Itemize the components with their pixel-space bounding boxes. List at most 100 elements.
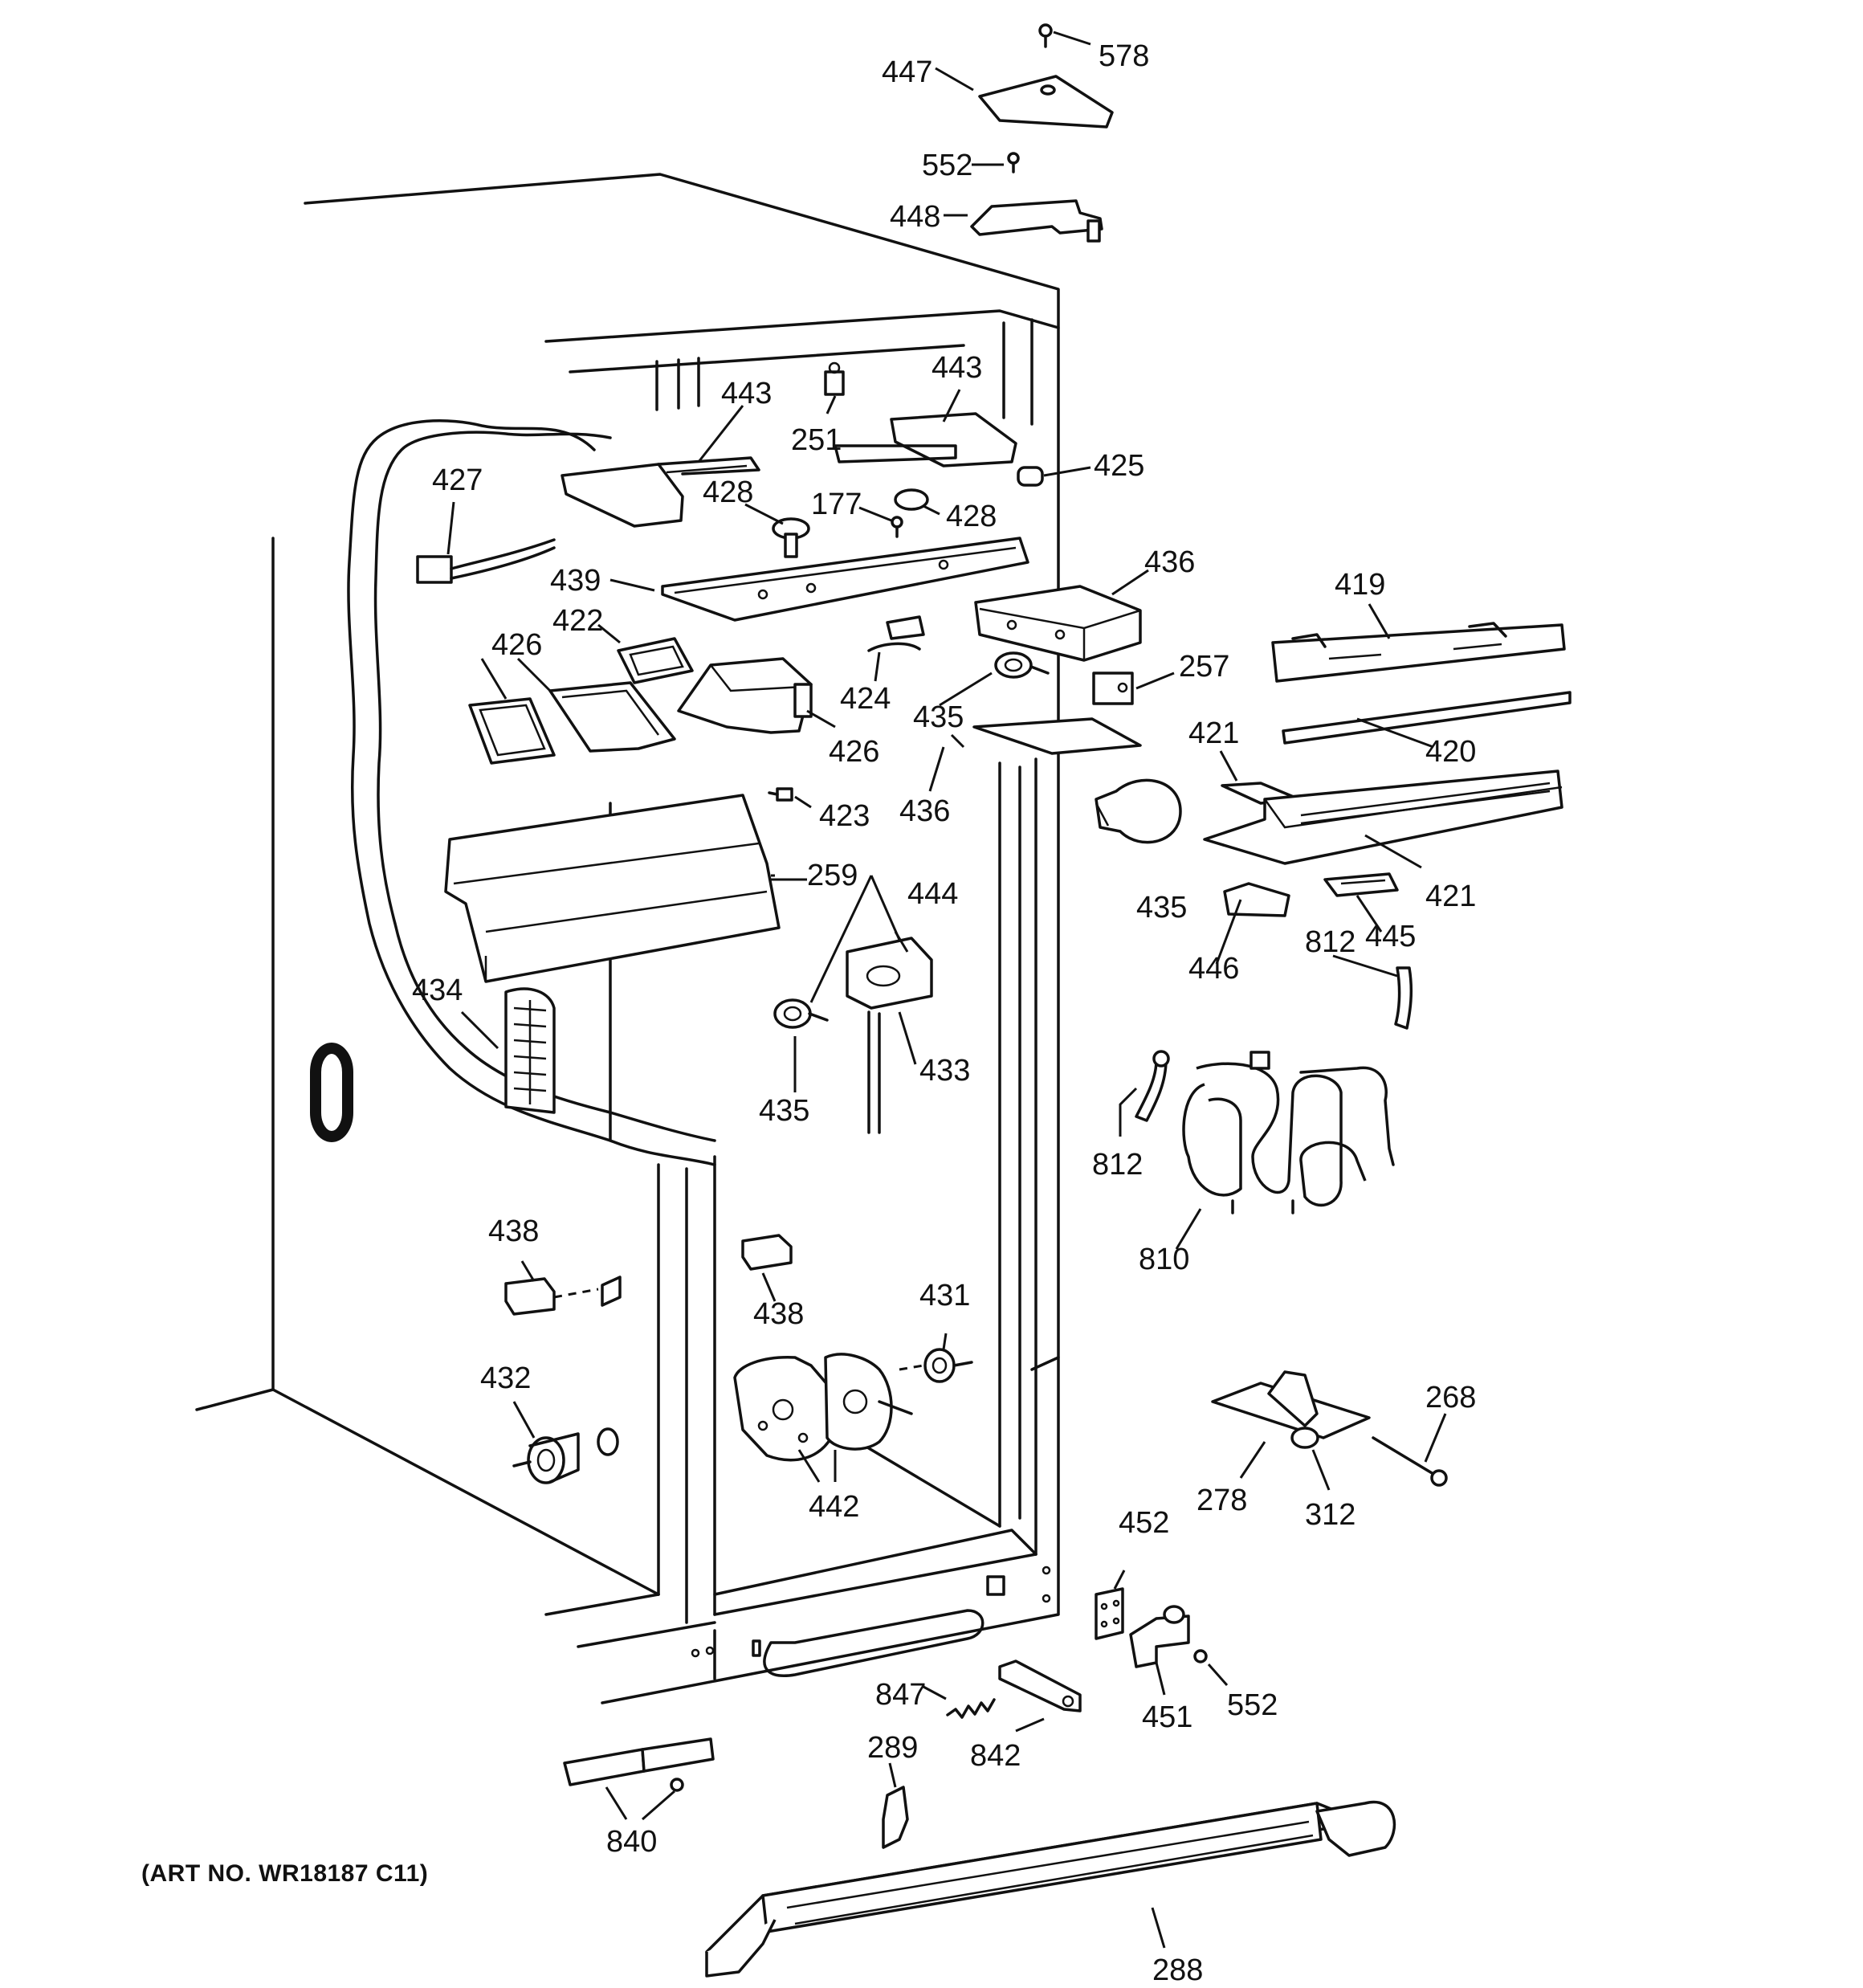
part-257 [1092,672,1134,705]
gasket-422 [617,637,694,684]
label-436: 436 [1144,545,1195,579]
label-444: 444 [907,877,958,911]
label-426: 426 [491,628,542,662]
label-840: 840 [606,1825,657,1859]
lamp-socket-435-middle [773,998,829,1029]
shim-452 [1095,1587,1124,1640]
part-251 [824,361,845,396]
part-425 [1017,466,1044,487]
label-420: 420 [1425,735,1476,769]
label-421: 421 [1188,716,1239,750]
label-433: 433 [919,1054,970,1088]
label-552: 552 [922,149,972,182]
label-438: 438 [753,1297,804,1331]
label-177: 177 [811,488,862,521]
label-812: 812 [1092,1148,1143,1182]
label-451: 451 [1142,1700,1192,1734]
art-number: (ART NO. WR18187 C11) [141,1860,429,1887]
label-443: 443 [932,351,982,385]
control-assembly-442 [733,1353,913,1462]
label-448: 448 [890,200,940,234]
label-435: 435 [1136,891,1187,925]
bottom-hinge-451 [1129,1605,1190,1668]
light-housing-421 [1203,769,1563,865]
label-810: 810 [1139,1243,1189,1276]
label-419: 419 [1335,568,1385,602]
part-number-labels: 578 447 552 448 443 443 251 425 427 428 … [412,39,1476,1987]
label-431: 431 [919,1279,970,1312]
label-289: 289 [867,1731,918,1765]
spring-847 [946,1698,996,1719]
label-438: 438 [488,1214,539,1248]
cap-432 [512,1427,619,1484]
part-445 [1323,872,1399,897]
light-shield-444 [846,937,933,1134]
label-428: 428 [946,500,997,533]
screw-552-bottom [1193,1649,1208,1663]
label-446: 446 [1188,952,1239,986]
cover-436-lower [972,717,1142,755]
cover-259 [444,794,781,983]
strip-420 [1282,691,1572,745]
label-251: 251 [791,423,842,457]
screw-578 [1038,23,1053,48]
housing-436-upper [974,585,1142,662]
leader-lines [446,31,1447,1949]
label-424: 424 [840,682,891,716]
gear-428-right [894,488,929,511]
cover-840 [563,1737,715,1792]
label-842: 842 [970,1739,1021,1773]
vent-434 [504,987,556,1114]
label-432: 432 [480,1361,531,1395]
duct-housing-426 [677,657,813,734]
evaporator-coil-810 [1182,1051,1395,1214]
part-438-right [741,1234,793,1271]
label-427: 427 [432,463,483,497]
top-hinge-448 [970,199,1103,243]
label-425: 425 [1094,449,1144,483]
control-plate-439 [661,537,1029,622]
lamp-socket-435-upper [994,651,1050,679]
label-812: 812 [1305,925,1355,959]
gasket-426-left [468,697,556,765]
label-434: 434 [412,974,463,1007]
label-452: 452 [1119,1506,1169,1540]
tube-812-lower [1135,1050,1170,1122]
label-435: 435 [913,700,964,734]
label-447: 447 [882,55,932,89]
top-hinge-cover-447 [978,75,1114,129]
label-436: 436 [899,794,950,828]
bracket-443-left [561,456,760,528]
label-552: 552 [1227,1688,1278,1722]
label-428: 428 [703,476,753,509]
roller-312 [1290,1427,1319,1449]
trim-419 [1271,622,1566,683]
link-842 [998,1659,1082,1712]
label-312: 312 [1305,1498,1355,1532]
gear-428-left [772,517,810,558]
part-438-left [504,1277,556,1316]
label-278: 278 [1196,1484,1247,1517]
light-bulb-435 [1095,778,1182,844]
refrigerator-cabinet [195,173,1060,1704]
screw-268 [1372,1436,1448,1487]
label-268: 268 [1425,1381,1476,1414]
bracket-443-right [834,412,1017,467]
label-423: 423 [819,799,870,833]
label-259: 259 [807,859,858,892]
label-439: 439 [550,564,601,598]
tube-812-upper [1394,966,1413,1030]
toe-grille-288 [705,1800,1396,1978]
screw-177 [891,516,903,538]
label-442: 442 [809,1490,859,1524]
label-445: 445 [1365,920,1416,953]
label-578: 578 [1099,39,1149,73]
label-435: 435 [759,1094,809,1128]
label-422: 422 [552,604,603,638]
label-257: 257 [1179,650,1229,684]
label-443: 443 [721,377,772,410]
label-847: 847 [875,1678,926,1712]
label-426: 426 [829,735,879,769]
label-288: 288 [1152,1953,1203,1987]
